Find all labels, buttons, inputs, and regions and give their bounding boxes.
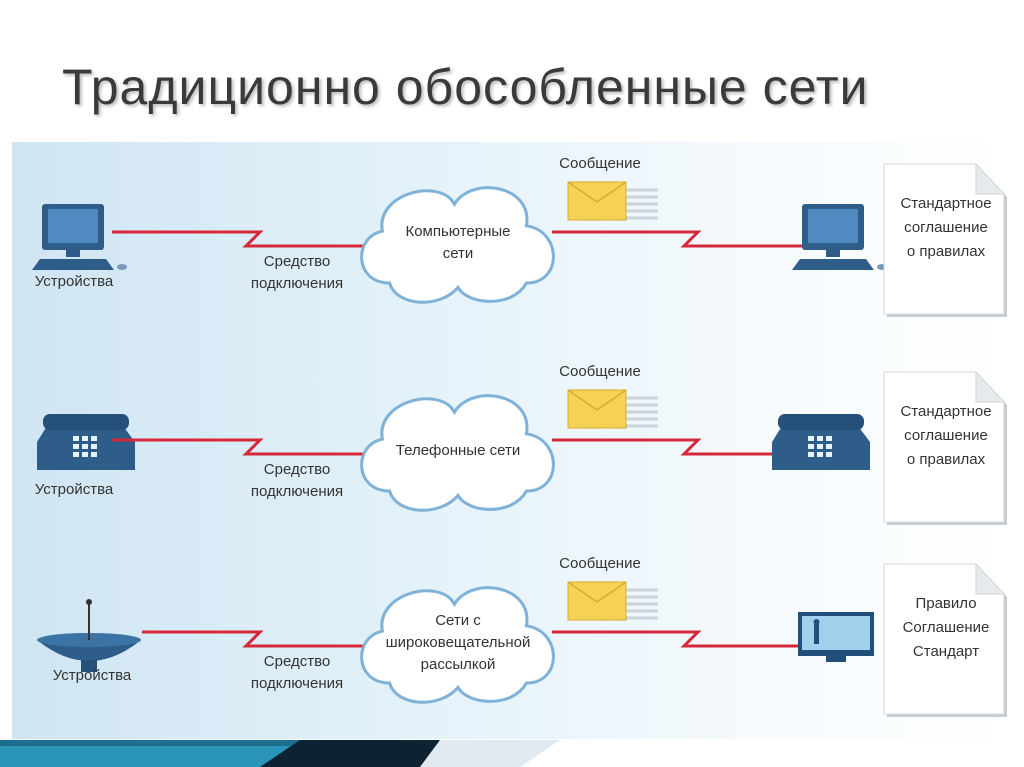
document-text-line: соглашение bbox=[904, 427, 988, 444]
cloud-label: Сети с bbox=[435, 612, 481, 629]
cloud-label: сети bbox=[443, 245, 474, 262]
link-label-line: подключения bbox=[251, 275, 343, 292]
cloud-label: рассылкой bbox=[421, 656, 496, 673]
slide-title: Традиционно обособленные сети bbox=[62, 59, 869, 115]
device-label: Устройства bbox=[35, 273, 114, 290]
envelope-icon bbox=[567, 389, 658, 429]
link-label: Средство подключения bbox=[251, 253, 343, 292]
document-icon bbox=[883, 162, 1007, 317]
link-label-line: Средство bbox=[264, 653, 330, 670]
document-text-line: о правилах bbox=[907, 243, 986, 260]
device-label: Устройства bbox=[53, 667, 132, 684]
telephone-icon bbox=[772, 414, 870, 470]
cloud-icon bbox=[360, 186, 555, 304]
link-label: Средство подключения bbox=[251, 461, 343, 500]
computer-icon bbox=[792, 204, 887, 270]
network-row-2: Устройства Средство подключения Телефонные … bbox=[35, 363, 1007, 525]
cloud-label: широковещательной bbox=[386, 634, 531, 651]
cloud-label: Компьютерные bbox=[405, 223, 510, 240]
message-label: Сообщение bbox=[559, 155, 641, 172]
document-text-line: Соглашение bbox=[903, 619, 990, 636]
cloud-icon bbox=[360, 586, 555, 704]
link-label-line: подключения bbox=[251, 483, 343, 500]
document-icon bbox=[883, 562, 1007, 717]
television-icon bbox=[798, 612, 874, 662]
envelope-icon bbox=[567, 181, 658, 221]
document-text-line: Стандартное bbox=[900, 195, 991, 212]
satellite-dish-icon bbox=[37, 599, 141, 672]
network-row-3: Устройства Средство подключения Сети с широк… bbox=[37, 555, 1007, 717]
envelope-icon bbox=[567, 581, 658, 621]
link-label: Средство подключения bbox=[251, 653, 343, 692]
bottom-decoration bbox=[0, 740, 560, 767]
document-text-line: Правило bbox=[915, 595, 976, 612]
message-label: Сообщение bbox=[559, 555, 641, 572]
network-row-1: Устройства Средство подключения Компьютерны… bbox=[32, 155, 1007, 317]
document-icon bbox=[883, 370, 1007, 525]
document-text-line: Стандартное bbox=[900, 403, 991, 420]
cloud-icon bbox=[360, 394, 555, 512]
computer-icon bbox=[32, 204, 127, 270]
document-text-line: Стандарт bbox=[913, 643, 979, 660]
device-label: Устройства bbox=[35, 481, 114, 498]
link-label-line: подключения bbox=[251, 675, 343, 692]
document-text-line: соглашение bbox=[904, 219, 988, 236]
link-label-line: Средство bbox=[264, 461, 330, 478]
document-text-line: о правилах bbox=[907, 451, 986, 468]
cloud-label: Телефонные сети bbox=[396, 442, 520, 459]
telephone-icon bbox=[37, 414, 135, 470]
link-label-line: Средство bbox=[264, 253, 330, 270]
message-label: Сообщение bbox=[559, 363, 641, 380]
